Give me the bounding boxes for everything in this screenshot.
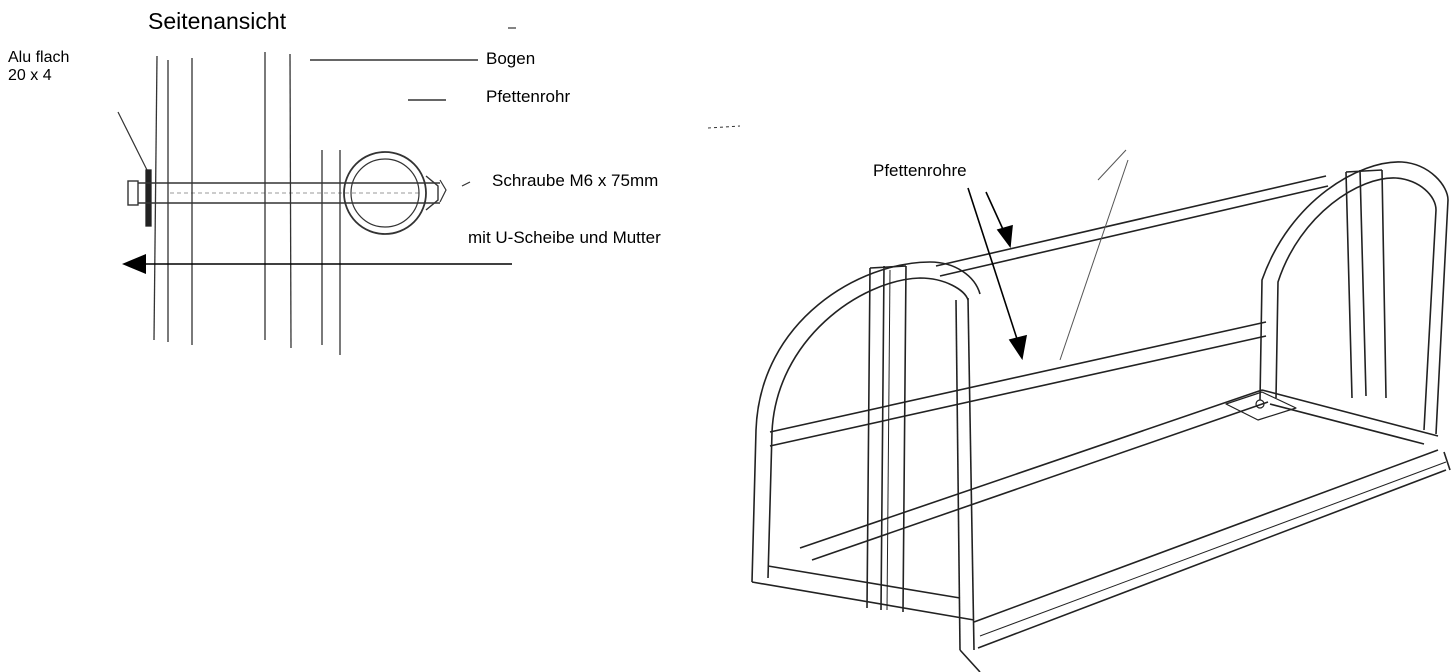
pencil-line [1097,149,1127,181]
pfettenrohre-arrows [967,187,1028,361]
front-leg-right [967,297,975,651]
base-corner-plate [1225,391,1297,421]
alu-flat-bar [145,169,152,227]
bolt-head [127,180,139,206]
pfettenrohre-arrow-icon [1008,334,1028,361]
schraube-leader-tick [461,181,471,187]
alu-flach-label-line1: Alu flach [8,49,70,66]
pfettenrohre-arrow-icon [996,224,1013,249]
base-rear-beam-inner [1269,403,1425,445]
front-u-profile [866,265,907,613]
bogen-profile-line [289,53,292,349]
pfettenrohr-top-outer [935,175,1327,267]
drawing-title: Seitenansicht [148,8,287,34]
alu-flach-label: Alu flach 20 x 4 [8,49,69,86]
pfettenrohr-mid-outer [769,321,1267,433]
frame-3d-view [751,161,1451,672]
front-arch-inner [767,277,969,579]
base-long-rail-front-lower [977,469,1447,649]
alu-leader-line [117,111,149,173]
base-long-rail-front [973,449,1439,623]
base-front-beam [751,581,975,621]
rear-u-profile [1345,169,1387,399]
pfettenrohr-label: Pfettenrohr [486,87,571,106]
rear-arch-outer [1259,161,1449,435]
base-crossbar-bottom [979,461,1447,637]
base-end-rail [959,451,1451,672]
pfettenrohre-arrow-line [967,187,1019,343]
pfettenrohre-label: Pfettenrohre [873,161,967,180]
alu-flach-label-line2: 20 x 4 [8,67,52,85]
bogen-profile-line [153,55,158,341]
direction-arrow [122,254,512,274]
u-scheibe-mutter-label: mit U-Scheibe und Mutter [468,228,661,247]
side-view-detail [117,27,741,355]
base-long-rail-back-inner [811,401,1269,561]
schraube-label: Schraube M6 x 75mm [492,171,659,190]
base-front-beam-inner [767,565,961,599]
bogen-label: Bogen [486,49,536,68]
pfettenrohr-section-outer [343,151,427,235]
rear-arch-inner [1275,177,1437,431]
washer [439,179,447,203]
base-rear-beam [1261,389,1439,437]
pencil-leader-lines [1059,149,1129,361]
nut [425,175,439,211]
front-leg-right-inner [955,299,961,651]
front-u-profile-inner [886,269,891,611]
base-long-rail-back [799,389,1263,549]
arrow-head-icon [122,254,146,274]
pfettenrohr-section-inner [350,158,420,228]
pencil-line [1059,159,1129,361]
pfettenrohr-mid-inner [769,335,1267,447]
front-arch-outer [751,261,981,583]
scratch-mark [707,125,741,129]
base-corner-bolt [1255,399,1265,409]
pfettenrohr-top-inner [939,185,1329,277]
